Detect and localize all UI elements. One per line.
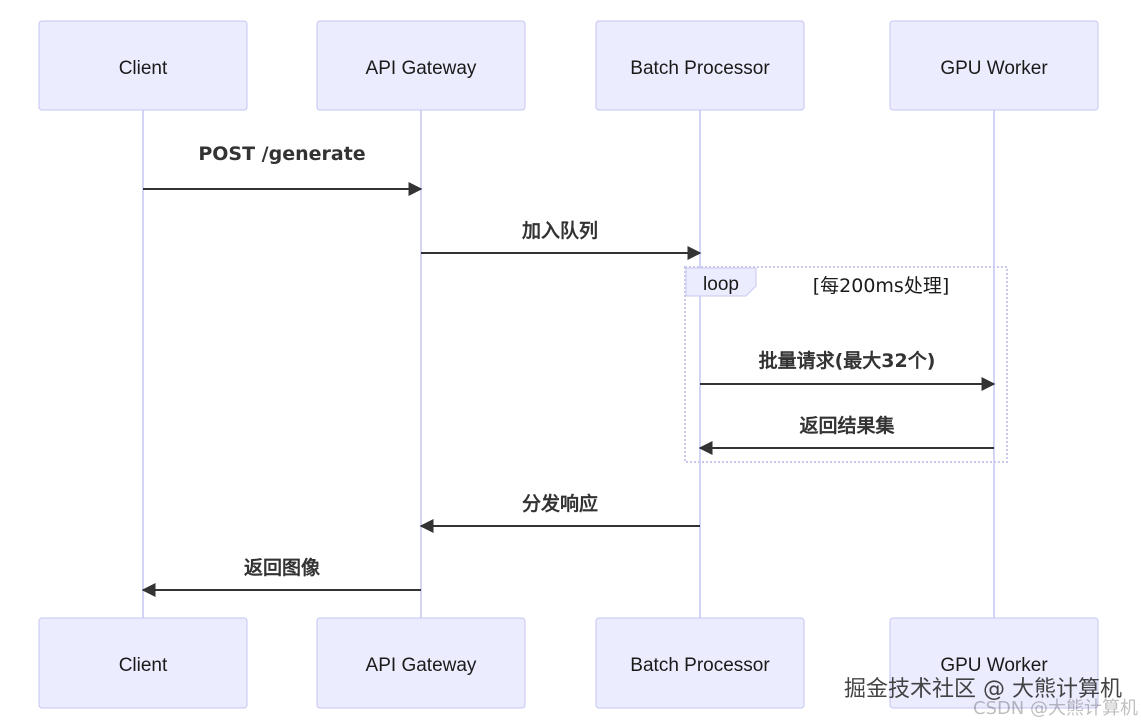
actor-label: API Gateway	[366, 58, 477, 79]
actor-box	[595, 20, 805, 111]
loop-frame-border	[684, 266, 1008, 463]
message-label: POST /generate	[198, 143, 365, 165]
loop-frame: loop [每200ms处理]	[684, 266, 1008, 463]
actor-label: Batch Processor	[630, 58, 770, 79]
loop-label: loop	[703, 274, 739, 295]
actor-box	[38, 20, 248, 111]
actor-batch-processor-bottom: Batch Processor	[595, 617, 805, 709]
actor-label: GPU Worker	[940, 655, 1048, 676]
message-post-generate: POST /generate	[143, 143, 423, 196]
actor-gpu-worker-top: GPU Worker	[889, 20, 1099, 111]
actor-client-top: Client	[38, 20, 248, 111]
message-enqueue: 加入队列	[421, 219, 702, 260]
loop-tab	[685, 267, 757, 297]
message-batch-request: 批量请求(最大32个)	[700, 349, 996, 391]
actor-batch-processor-top: Batch Processor	[595, 20, 805, 111]
actor-box	[889, 20, 1099, 111]
actor-label: API Gateway	[366, 655, 477, 676]
actor-label: Client	[119, 655, 168, 676]
message-label: 批量请求(最大32个)	[759, 349, 936, 372]
actor-box	[316, 617, 526, 709]
actor-client-bottom: Client	[38, 617, 248, 709]
actor-label: Client	[119, 58, 168, 79]
message-label: 加入队列	[521, 219, 598, 242]
watermark-text: 掘金技术社区 @ 大熊计算机	[844, 677, 1122, 702]
message-dispatch-response: 分发响应	[419, 492, 700, 533]
actor-label: Batch Processor	[630, 655, 770, 676]
message-label: 返回结果集	[799, 414, 895, 437]
watermark-shadow-text: CSDN @大熊计算机	[973, 698, 1138, 719]
message-label: 返回图像	[244, 556, 321, 579]
actor-box	[316, 20, 526, 111]
actor-label: GPU Worker	[940, 58, 1048, 79]
actor-gpu-worker-bottom: GPU Worker	[889, 617, 1099, 709]
actors-bottom: Client API Gateway Batch Processor GPU W…	[38, 617, 1099, 709]
actor-api-gateway-top: API Gateway	[316, 20, 526, 111]
actor-box	[38, 617, 248, 709]
watermark: CSDN @大熊计算机 掘金技术社区 @ 大熊计算机	[844, 677, 1138, 719]
actor-box	[889, 617, 1099, 709]
actor-box	[595, 617, 805, 709]
message-return-results: 返回结果集	[698, 414, 994, 455]
loop-condition: [每200ms处理]	[813, 275, 950, 297]
actors-top: Client API Gateway Batch Processor GPU W…	[38, 20, 1099, 111]
actor-api-gateway-bottom: API Gateway	[316, 617, 526, 709]
message-label: 分发响应	[522, 492, 598, 515]
message-return-image: 返回图像	[141, 556, 421, 597]
messages: POST /generate 加入队列 批量请求(最大32个) 返回结果集 分发…	[141, 143, 996, 597]
